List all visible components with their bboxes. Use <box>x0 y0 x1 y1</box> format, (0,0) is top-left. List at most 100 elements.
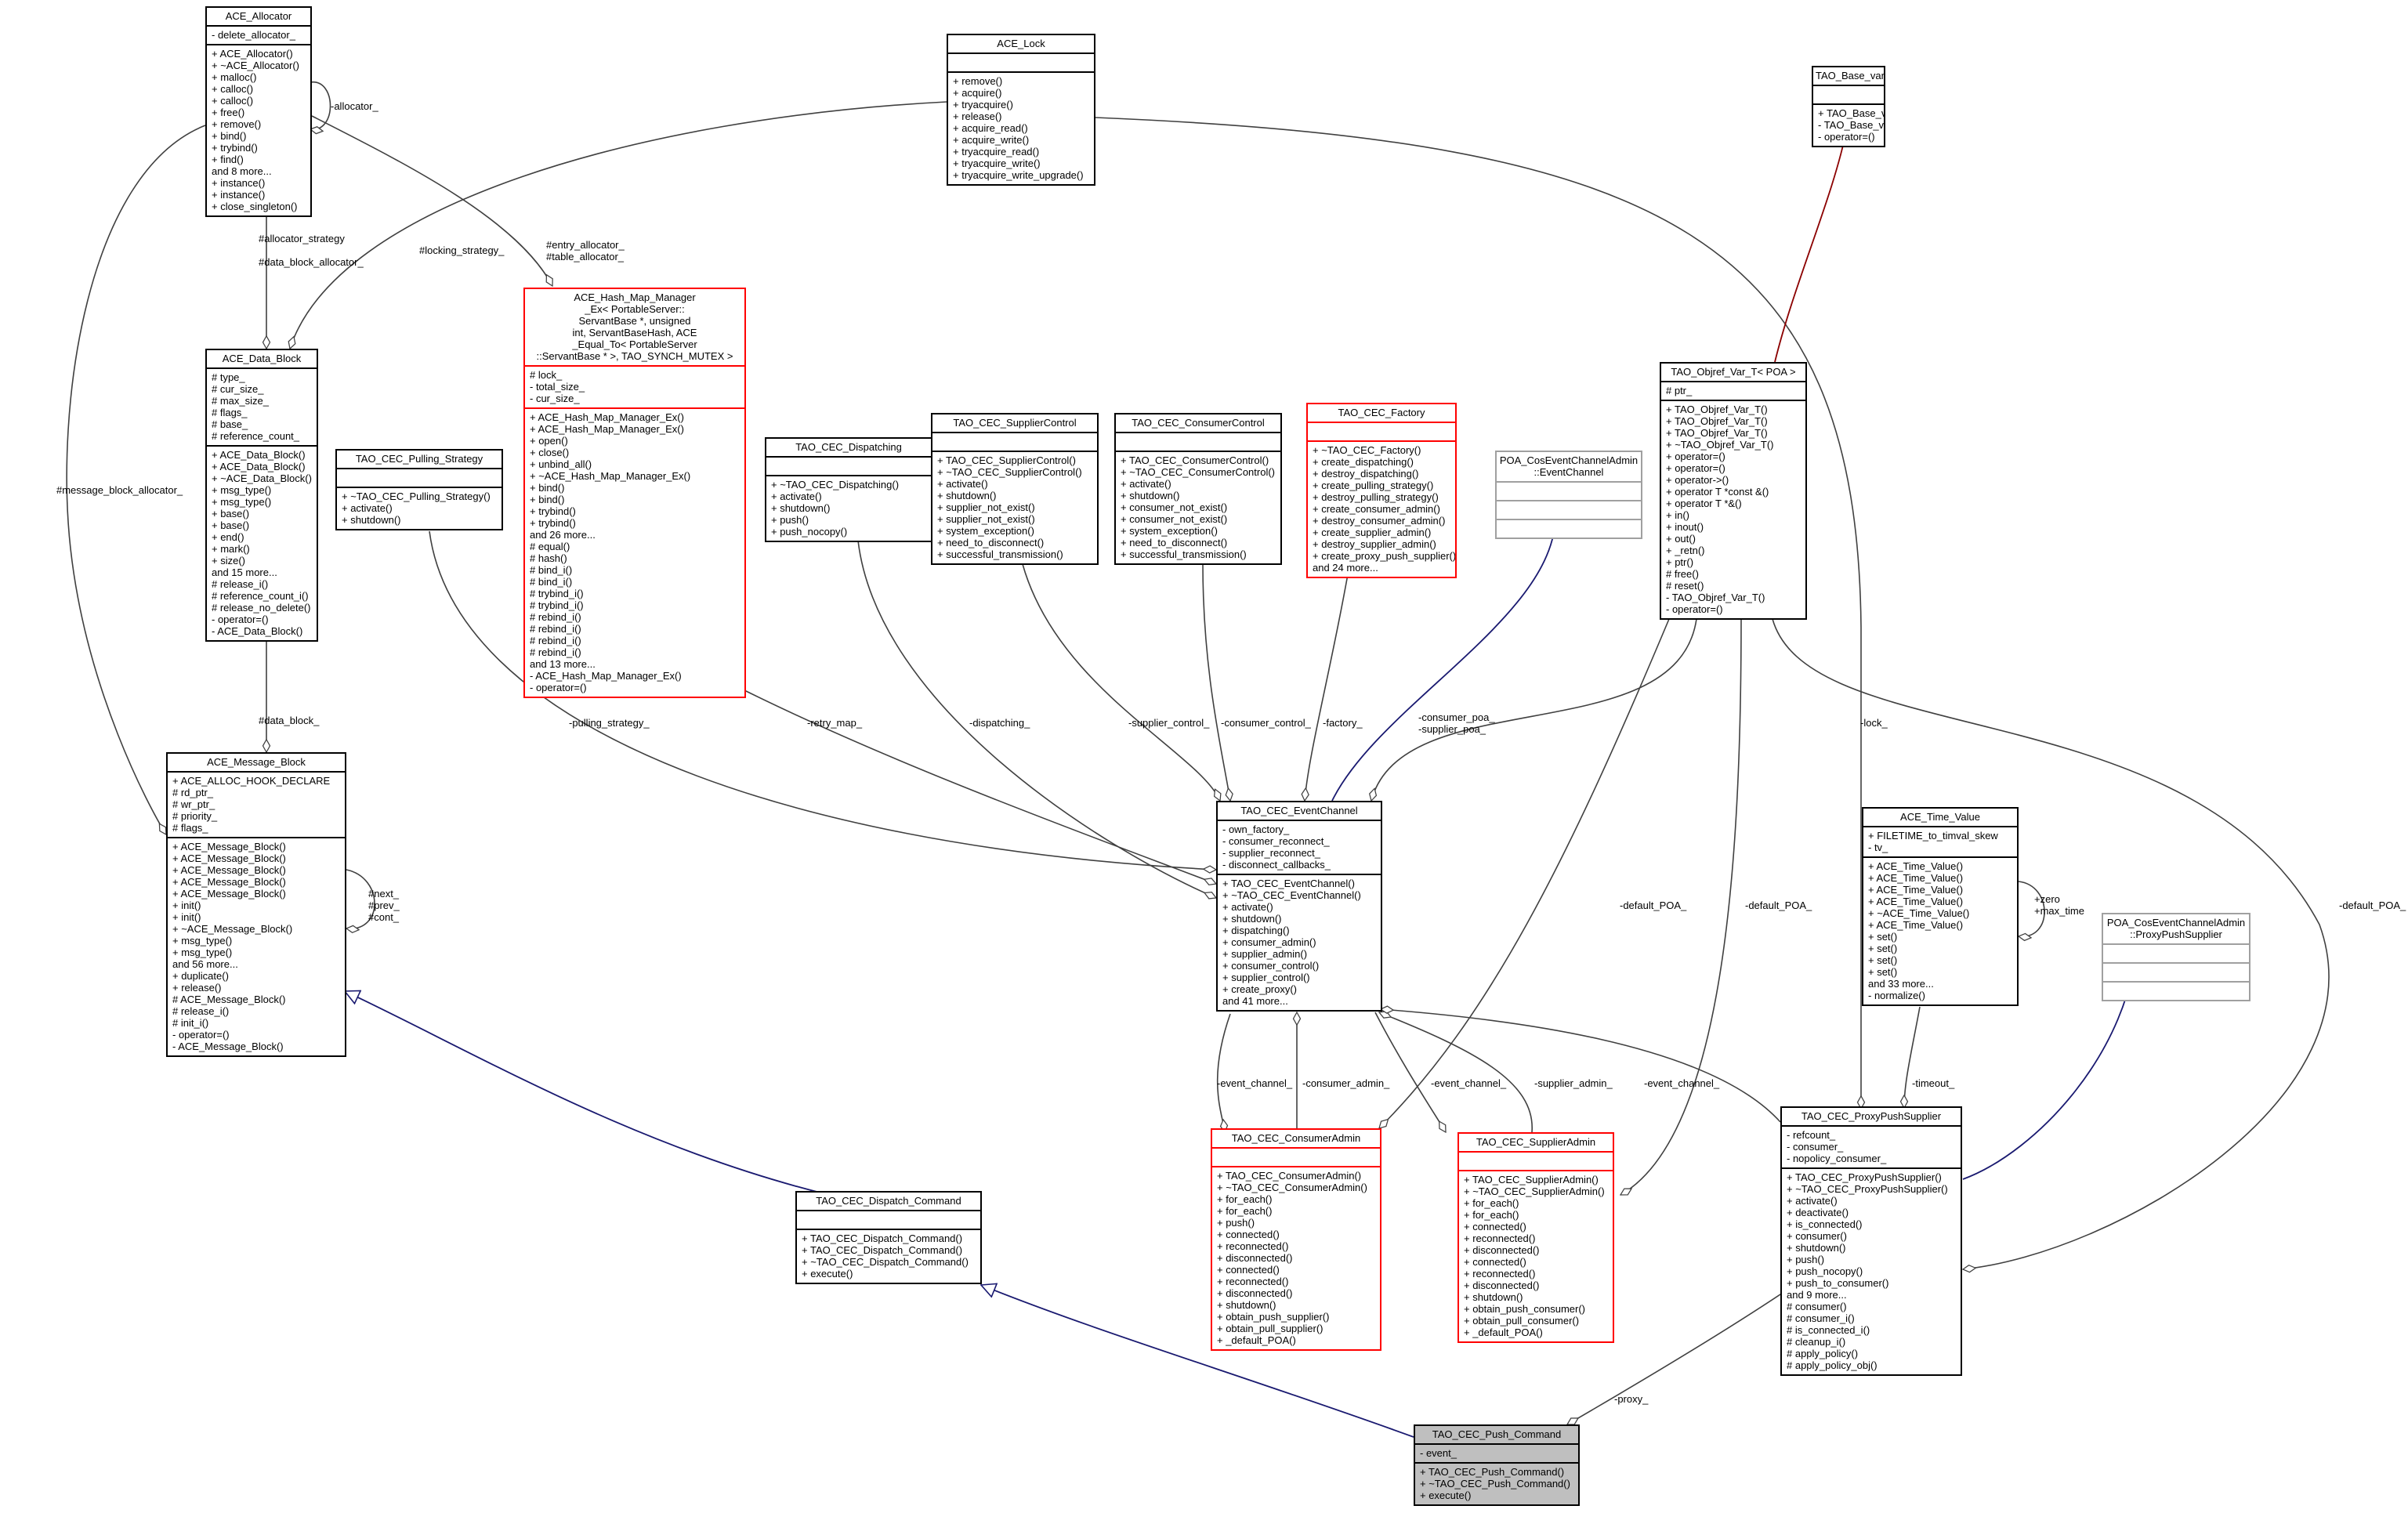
method-item: + connected() <box>1464 1221 1526 1232</box>
edge-lock <box>1095 117 1861 1109</box>
method-item: + TAO_CEC_ConsumerControl() <box>1121 454 1269 466</box>
class-title: POA_CosEventChannelAdmin ::ProxyPushSupp… <box>2103 914 2249 945</box>
method-item: - operator=() <box>212 614 269 625</box>
class-title: TAO_CEC_ProxyPushSupplier <box>1782 1108 1961 1127</box>
method-item: + mark() <box>212 543 250 555</box>
method-item: + obtain_pull_supplier() <box>1217 1323 1323 1334</box>
method-item: + create_pulling_strategy() <box>1313 480 1434 491</box>
method-item: + supplier_admin() <box>1222 948 1308 960</box>
method-item: - operator=() <box>530 682 587 693</box>
edge-allocator-self <box>310 81 331 130</box>
method-item: + operator->() <box>1666 474 1729 486</box>
method-item: # reference_count_i() <box>212 590 309 602</box>
attribute-item: # type_ <box>212 371 245 383</box>
class-tao-base-var[interactable]: TAO_Base_var+ TAO_Base_var()- TAO_Base_v… <box>1812 66 1885 147</box>
edge-label-factory: -factory_ <box>1323 717 1363 729</box>
method-item: + operator=() <box>1666 451 1725 462</box>
class-attributes: - event_ <box>1415 1445 1578 1464</box>
method-item: + TAO_CEC_Dispatch_Command() <box>802 1244 963 1256</box>
method-item: + ~TAO_CEC_Dispatch_Command() <box>802 1256 969 1268</box>
method-item: + need_to_disconnect() <box>1121 537 1228 548</box>
class-title: TAO_CEC_Factory <box>1308 404 1455 423</box>
edge-label-supplier-admin: -supplier_admin_ <box>1534 1077 1613 1089</box>
class-methods: + TAO_CEC_Push_Command()+ ~TAO_CEC_Push_… <box>1415 1464 1578 1504</box>
class-tao-objref-var[interactable]: TAO_Objref_Var_T< POA ># ptr_+ TAO_Objre… <box>1660 362 1807 620</box>
class-tao-event-channel[interactable]: TAO_CEC_EventChannel- own_factory_- cons… <box>1216 801 1382 1012</box>
method-item: + acquire_write() <box>953 134 1030 146</box>
method-item: + ACE_Allocator() <box>212 48 293 60</box>
class-ace-message-block[interactable]: ACE_Message_Block+ ACE_ALLOC_HOOK_DECLAR… <box>166 752 346 1057</box>
method-item: + msg_type() <box>172 935 233 947</box>
attribute-item: # max_size_ <box>212 395 269 407</box>
method-item: - ACE_Hash_Map_Manager_Ex() <box>530 670 682 682</box>
edge-label-pulling-strategy: -pulling_strategy_ <box>569 717 650 729</box>
class-methods: + ACE_Data_Block()+ ACE_Data_Block()+ ~A… <box>207 447 317 640</box>
method-item: + TAO_Objref_Var_T() <box>1666 427 1768 439</box>
class-ace-allocator[interactable]: ACE_Allocator- delete_allocator_+ ACE_Al… <box>205 6 312 217</box>
class-tao-supplier-admin[interactable]: TAO_CEC_SupplierAdmin+ TAO_CEC_SupplierA… <box>1457 1132 1614 1343</box>
class-title: TAO_CEC_EventChannel <box>1218 802 1381 821</box>
edge-event-channel-1 <box>1216 1013 1231 1132</box>
edge-proxy <box>1567 1292 1783 1425</box>
class-poa-event-channel[interactable]: POA_CosEventChannelAdmin ::EventChannel <box>1495 451 1642 539</box>
class-ace-hash-map[interactable]: ACE_Hash_Map_Manager _Ex< PortableServer… <box>523 288 746 698</box>
edge-label-dispatching: -dispatching_ <box>969 717 1030 729</box>
attribute-item: - delete_allocator_ <box>212 29 295 41</box>
method-item: + push_nocopy() <box>1787 1265 1863 1277</box>
method-item: and 24 more... <box>1313 562 1378 574</box>
method-item: - TAO_Objref_Var_T() <box>1666 592 1765 603</box>
edge-supplier-control <box>1022 563 1220 801</box>
class-ace-data-block[interactable]: ACE_Data_Block# type_# cur_size_# max_si… <box>205 349 318 642</box>
attribute-item: # lock_ <box>530 369 563 381</box>
attribute-item: + ACE_ALLOC_HOOK_DECLARE <box>172 775 331 787</box>
class-title: ACE_Data_Block <box>207 350 317 369</box>
class-title: TAO_CEC_Push_Command <box>1415 1426 1578 1445</box>
method-item: + release() <box>953 110 1002 122</box>
attribute-item: # reference_count_ <box>212 430 300 442</box>
class-tao-supplier-control[interactable]: TAO_CEC_SupplierControl+ TAO_CEC_Supplie… <box>931 413 1099 565</box>
class-tao-consumer-admin[interactable]: TAO_CEC_ConsumerAdmin+ TAO_CEC_ConsumerA… <box>1211 1128 1381 1351</box>
method-item: + destroy_pulling_strategy() <box>1313 491 1439 503</box>
method-item: + create_dispatching() <box>1313 456 1414 468</box>
attribute-item: # flags_ <box>172 822 208 834</box>
class-methods: + TAO_CEC_ConsumerControl()+ ~TAO_CEC_Co… <box>1116 452 1280 563</box>
class-tao-dispatching[interactable]: TAO_CEC_Dispatching+ ~TAO_CEC_Dispatchin… <box>765 437 932 542</box>
method-item: + instance() <box>212 177 266 189</box>
class-tao-consumer-control[interactable]: TAO_CEC_ConsumerControl+ TAO_CEC_Consume… <box>1114 413 1282 565</box>
method-item: + TAO_CEC_ProxyPushSupplier() <box>1787 1171 1942 1183</box>
class-tao-proxy-push-supplier[interactable]: TAO_CEC_ProxyPushSupplier- refcount_- co… <box>1780 1106 1962 1376</box>
method-item: + find() <box>212 154 244 165</box>
class-tao-dispatch-command[interactable]: TAO_CEC_Dispatch_Command+ TAO_CEC_Dispat… <box>795 1191 982 1284</box>
class-tao-pulling[interactable]: TAO_CEC_Pulling_Strategy+ ~TAO_CEC_Pulli… <box>335 449 503 530</box>
method-item: + ACE_Message_Block() <box>172 864 286 876</box>
method-item: + ~TAO_CEC_ConsumerControl() <box>1121 466 1275 478</box>
class-title: POA_CosEventChannelAdmin ::EventChannel <box>1497 452 1641 483</box>
method-item: + connected() <box>1464 1256 1526 1268</box>
method-item: + for_each() <box>1464 1209 1519 1221</box>
class-methods: + TAO_CEC_SupplierControl()+ ~TAO_CEC_Su… <box>932 452 1097 563</box>
edge-consumer-control <box>1202 563 1230 801</box>
method-item: + consumer_not_exist() <box>1121 513 1228 525</box>
method-item: + successful_transmission() <box>1121 548 1247 560</box>
class-tao-push-command[interactable]: TAO_CEC_Push_Command- event_+ TAO_CEC_Pu… <box>1414 1424 1580 1506</box>
method-item: + consumer() <box>1787 1230 1847 1242</box>
class-poa-proxy-push-supplier[interactable]: POA_CosEventChannelAdmin ::ProxyPushSupp… <box>2102 913 2250 1001</box>
method-item: + shutdown() <box>1121 490 1180 501</box>
edge-inherit-poa-event-channel <box>1331 519 1555 802</box>
edge-consumer-supplier-poa <box>1371 618 1697 801</box>
method-item: + ~TAO_CEC_Factory() <box>1313 444 1421 456</box>
edge-event-channel-2 <box>1374 1012 1447 1132</box>
method-item: + ptr() <box>1666 556 1694 568</box>
method-item: # rebind_i() <box>530 611 581 623</box>
method-item: # rebind_i() <box>530 635 581 646</box>
method-item: + TAO_Base_var() <box>1818 107 1885 119</box>
method-item: + calloc() <box>212 95 254 107</box>
method-item: # is_connected_i() <box>1787 1324 1870 1336</box>
method-item: + _retn() <box>1666 545 1705 556</box>
edge-inherit-dispatch-command <box>981 1285 1414 1438</box>
method-item: # release_no_delete() <box>212 602 311 614</box>
class-ace-time-value[interactable]: ACE_Time_Value+ FILETIME_to_timval_skew-… <box>1862 807 2019 1006</box>
class-tao-factory[interactable]: TAO_CEC_Factory+ ~TAO_CEC_Factory()+ cre… <box>1306 403 1457 578</box>
method-item: + execute() <box>1420 1489 1472 1501</box>
class-ace-lock[interactable]: ACE_Lock+ remove()+ acquire()+ tryacquir… <box>947 34 1095 186</box>
